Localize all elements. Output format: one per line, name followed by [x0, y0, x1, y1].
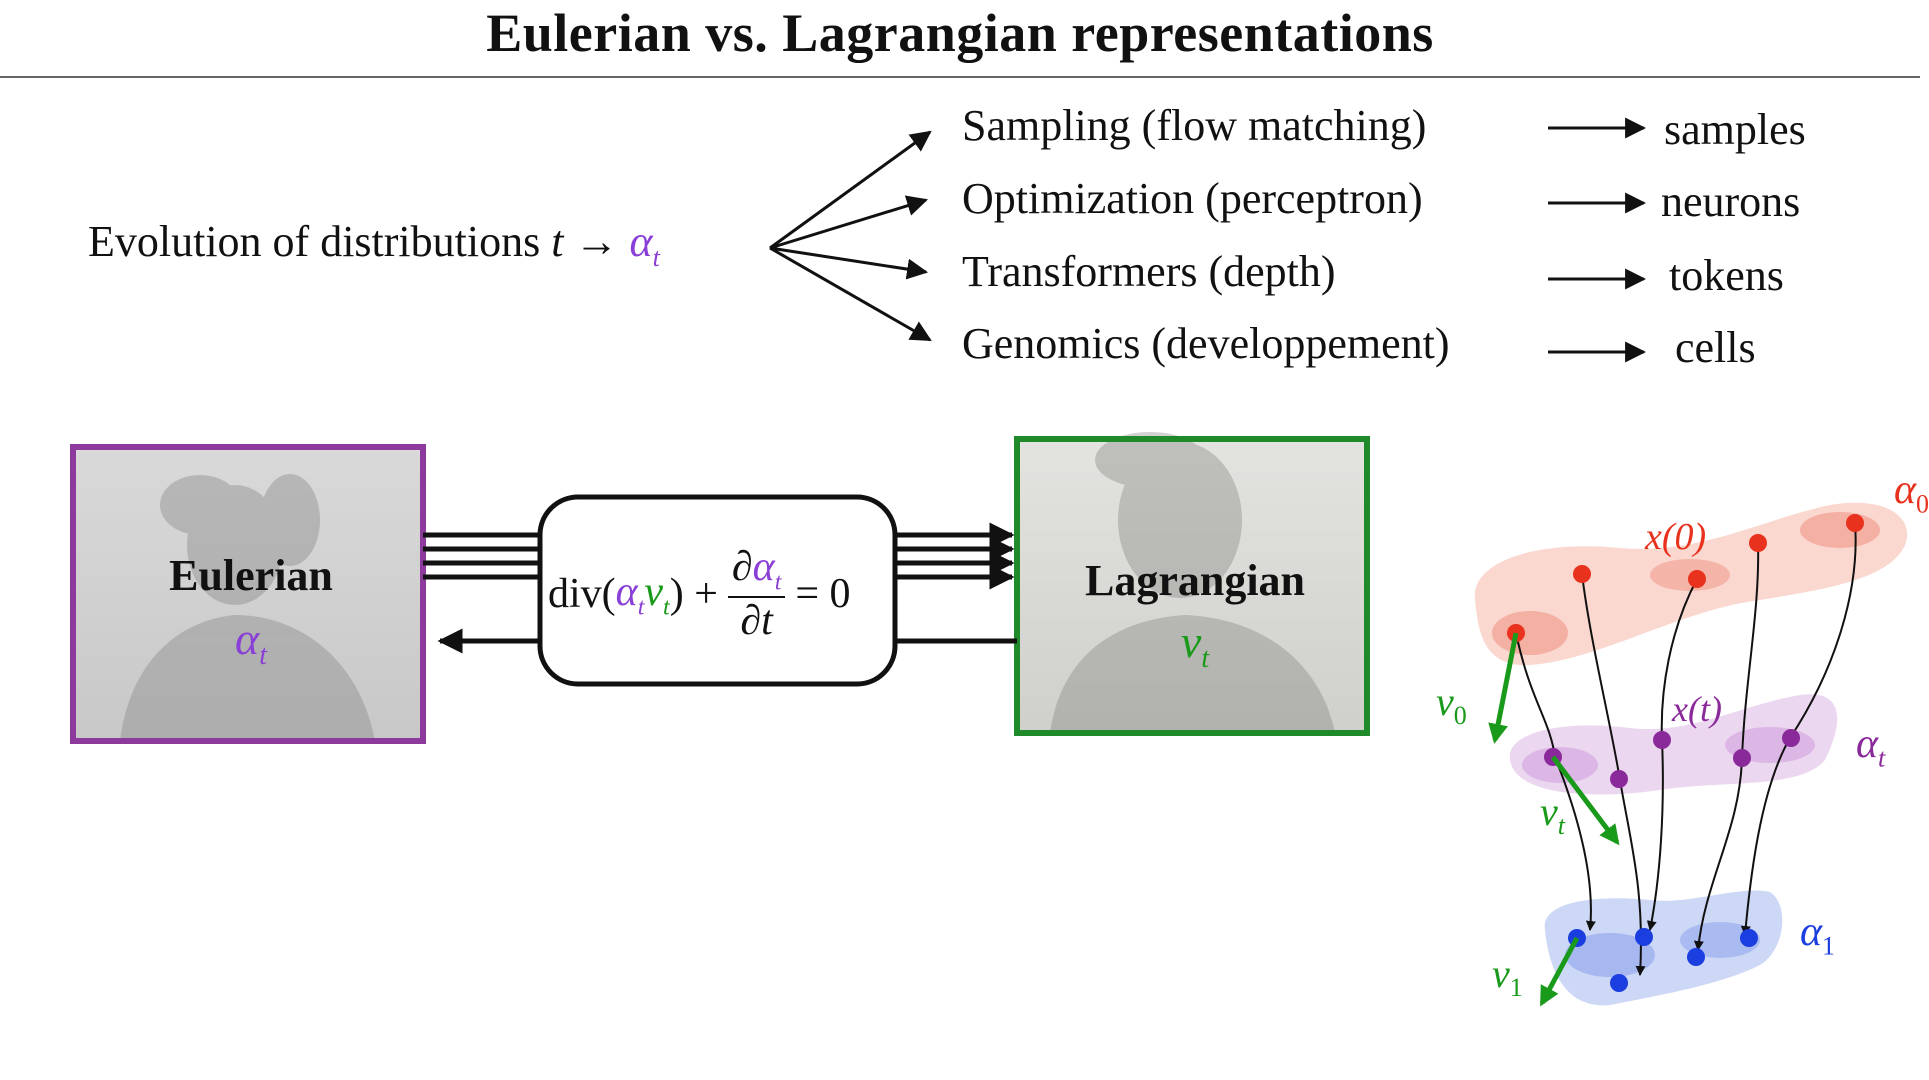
v0-arrow [1488, 632, 1519, 744]
eulerian-box [70, 444, 426, 744]
continuity-equation: div( αt vt ) + ∂αt ∂t = 0 [548, 545, 851, 644]
evolution-label: Evolution of distributions t → αt [88, 216, 660, 273]
alphat-points [1544, 729, 1800, 788]
eq-alpha: αt [615, 568, 645, 621]
result-samples: samples [1664, 105, 1806, 154]
flow-diagram [1474, 502, 1908, 1007]
v0-label: v0 [1436, 679, 1467, 730]
v1-arrow [1539, 936, 1580, 1007]
result-neurons: neurons [1661, 177, 1801, 226]
vt-label: vt [1540, 789, 1565, 840]
eulerian-symbol: αt [235, 613, 267, 672]
equation-box [537, 494, 898, 687]
x0-label: x(0) [1645, 516, 1707, 558]
slide-title: Eulerian vs. Lagrangian representations [486, 3, 1434, 63]
euler-portrait [120, 474, 375, 741]
connectors [423, 522, 1017, 654]
arrow-to-genomics [769, 246, 932, 342]
v1-label: v1 [1492, 951, 1523, 1002]
arrow-to-sampling [769, 130, 932, 250]
eulerian-label: Eulerian [169, 551, 333, 600]
arrow-to-optimization [769, 195, 929, 250]
lagrangian-symbol: vt [1180, 616, 1210, 675]
alphat-label: αt [1856, 721, 1886, 773]
maps-to-arrow: → [574, 217, 619, 266]
alpha0-label: α0 [1894, 467, 1929, 519]
alpha-t-symbol: αt [629, 217, 660, 272]
app-genomics: Genomics (developpement) [962, 319, 1450, 368]
alpha1-label: α1 [1800, 909, 1836, 961]
result-tokens: tokens [1669, 251, 1784, 300]
app-transformers: Transformers (depth) [962, 247, 1336, 296]
eq-div: div( [548, 571, 616, 618]
time-var: t [551, 217, 564, 266]
xt-label: x(t) [1672, 689, 1722, 729]
eq-fraction: ∂αt ∂t [727, 545, 786, 644]
lagrangian-box [1014, 432, 1370, 736]
result-cells: cells [1675, 323, 1756, 372]
lagrange-portrait [1050, 432, 1335, 733]
app-sampling: Sampling (flow matching) [962, 101, 1427, 150]
lagrangian-label: Lagrangian [1084, 556, 1306, 605]
eq-rhs: = 0 [795, 571, 851, 618]
alpha1-cloud [1544, 890, 1783, 1006]
eq-v: vt [644, 568, 670, 621]
eq-plus: ) + [669, 571, 718, 618]
velocity-arrows [1488, 632, 1620, 1007]
app-optimization: Optimization (perceptron) [962, 174, 1423, 223]
arrow-to-transformers [769, 246, 929, 280]
vt-arrow [1551, 755, 1620, 846]
fan-arrows [769, 130, 932, 342]
result-arrows [1548, 117, 1647, 363]
evolution-text: Evolution of distributions [88, 217, 541, 266]
title-divider [0, 76, 1920, 78]
